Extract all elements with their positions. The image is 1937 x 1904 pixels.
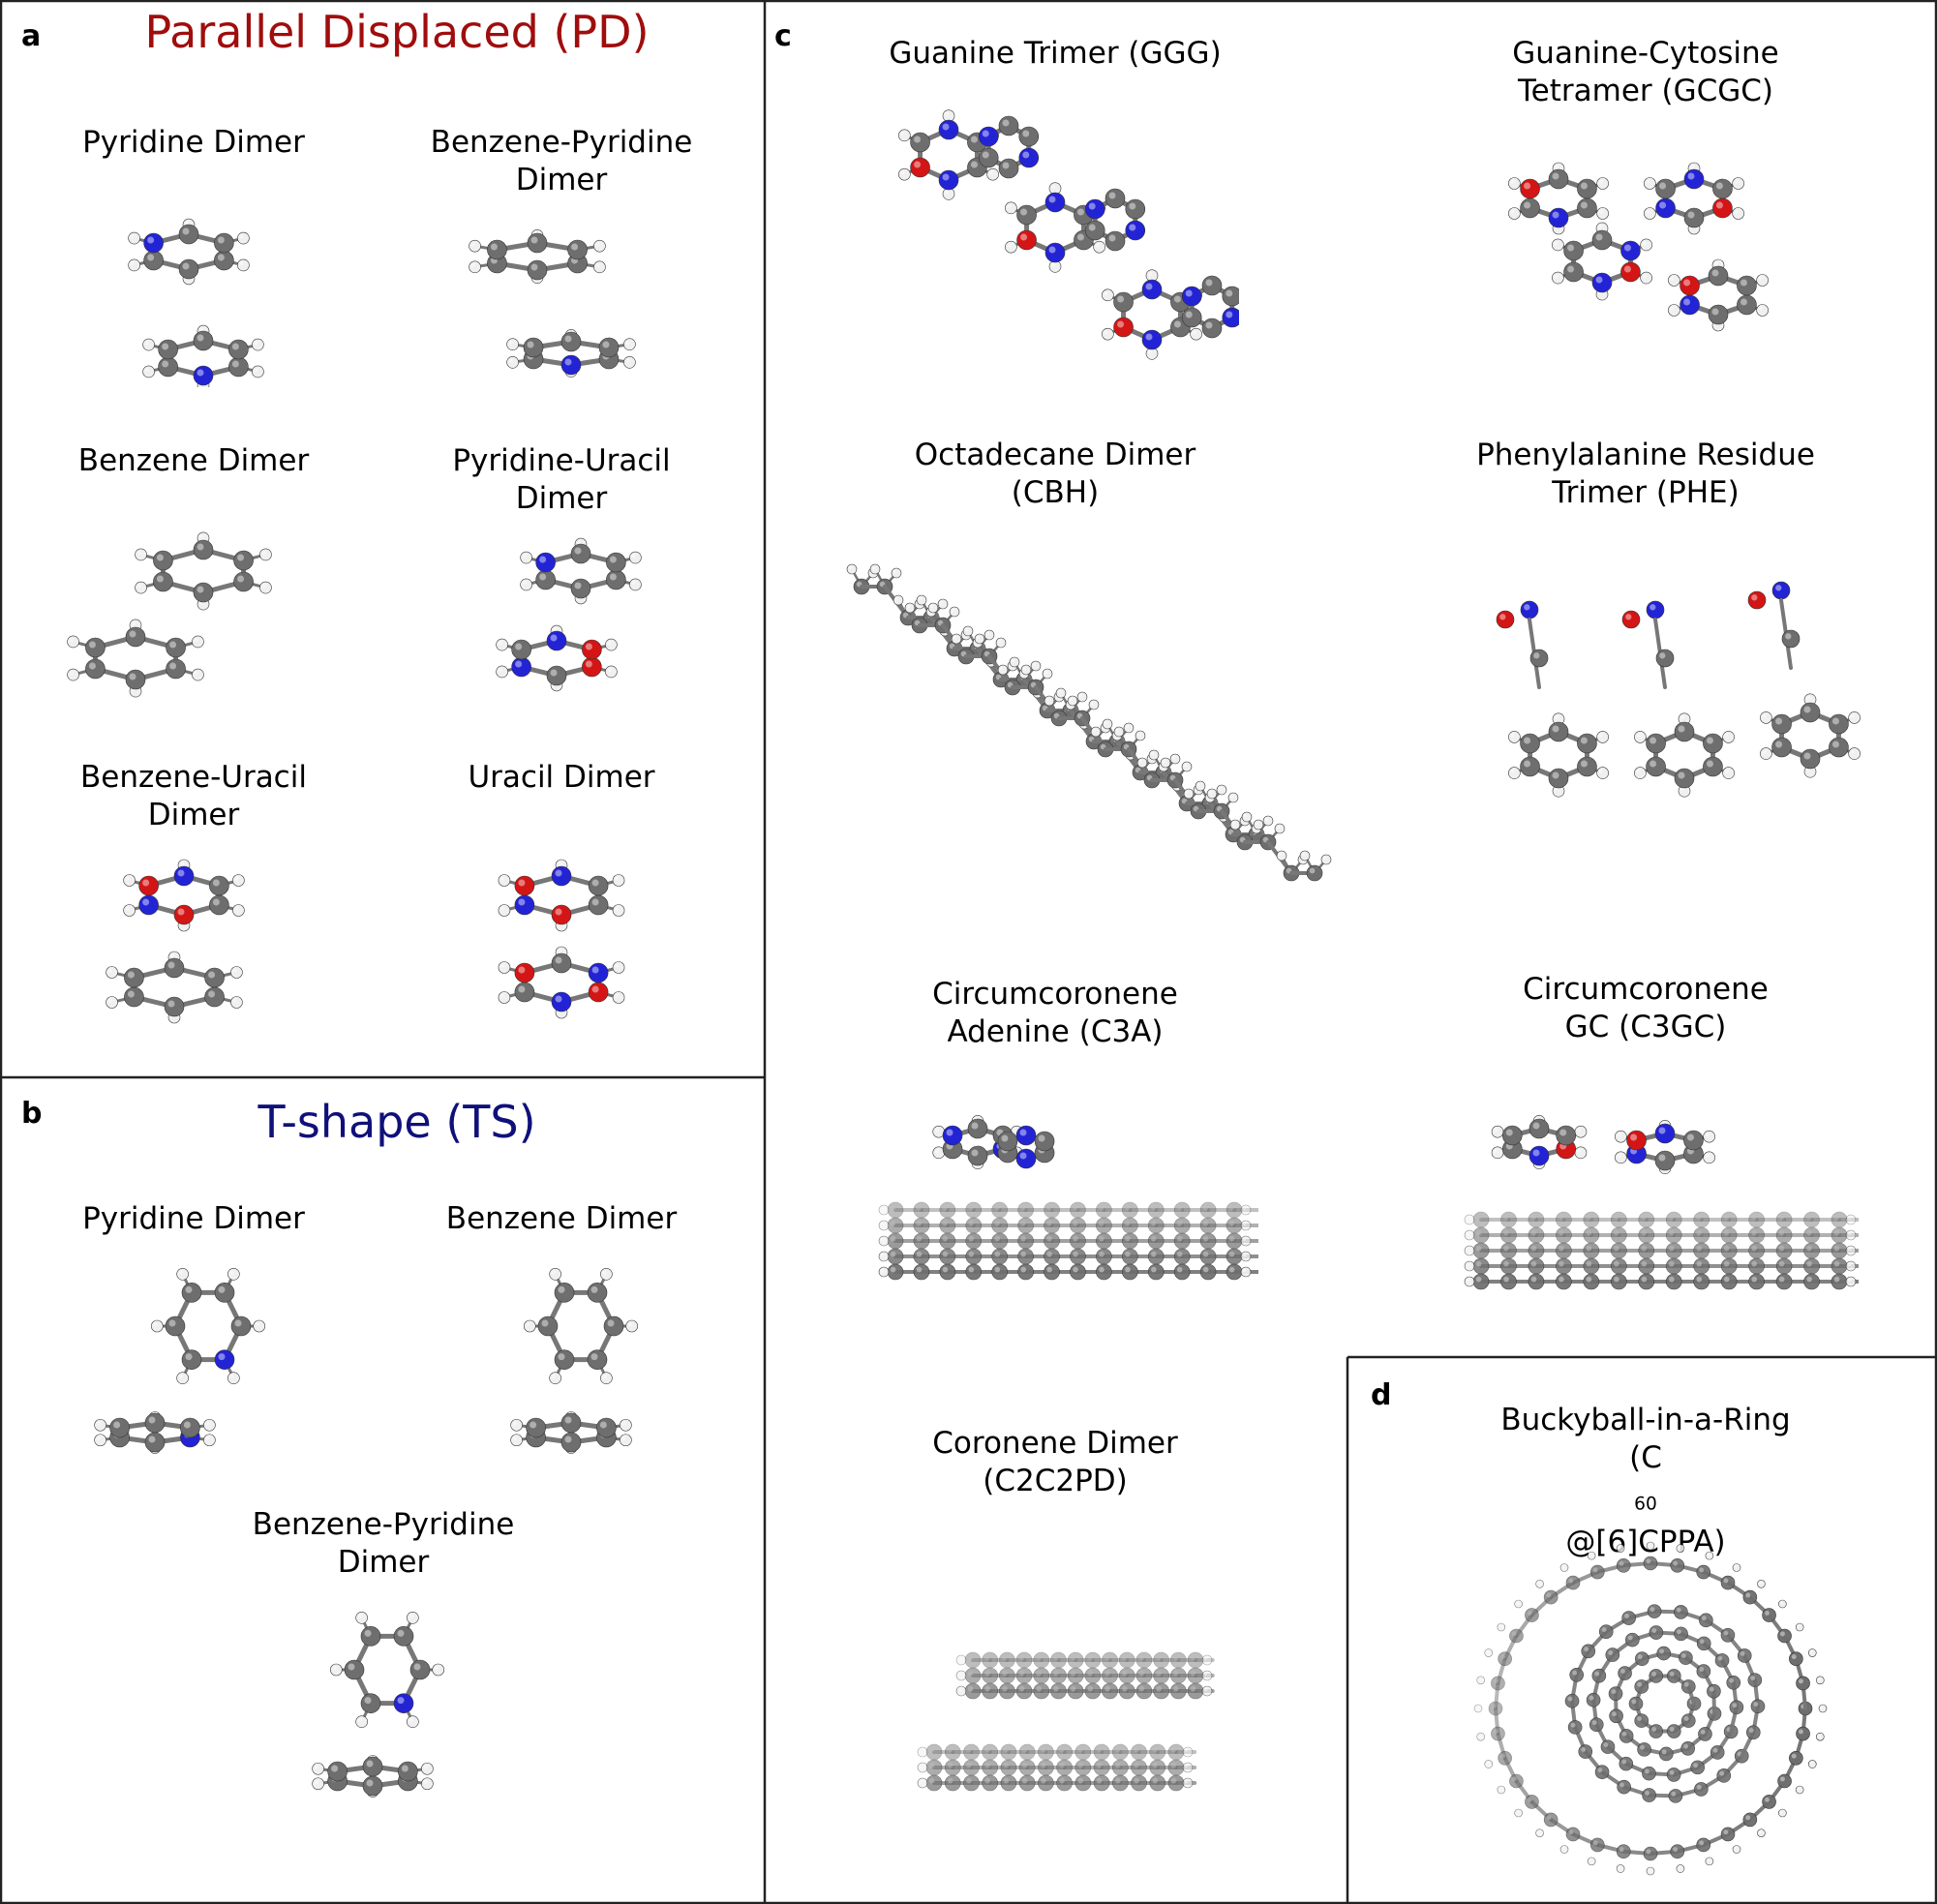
label-cbh: Octadecane Dimer(CBH)	[914, 438, 1196, 510]
panel-a-title: Parallel Displaced (PD)	[144, 6, 650, 58]
mol-pd-uracil-dimer	[498, 859, 625, 1019]
panel-c-letter: c	[774, 19, 792, 53]
mol-ggg	[898, 109, 1239, 360]
mol-pd-benzene-pyridine-dimer	[469, 228, 636, 378]
mol-pd-benzene-dimer	[67, 531, 272, 698]
mol-phe	[1496, 581, 1861, 798]
mol-cbh	[846, 563, 1332, 882]
label-ts-pyridine-dimer: Pyridine Dimer	[82, 1201, 305, 1236]
mol-buckyball-in-a-ring	[1473, 1541, 1828, 1876]
mol-pd-pyridine-uracil-dimer	[496, 537, 642, 692]
label-ggg: Guanine Trimer (GGG)	[889, 36, 1222, 71]
mol-c3a	[878, 1114, 1258, 1281]
mol-gcgc	[1508, 162, 1769, 332]
label-pd-benzene-dimer: Benzene Dimer	[77, 443, 310, 478]
label-pd-uracil-dimer: Uracil Dimer	[468, 760, 655, 795]
mol-ts-benzene-dimer	[510, 1268, 638, 1454]
mol-pd-pyridine-dimer	[128, 218, 264, 387]
label-ts-benzene-dimer: Benzene Dimer	[445, 1201, 678, 1236]
mol-c3gc	[1464, 1114, 1859, 1290]
mol-pd-benzene-uracil-dimer	[106, 859, 245, 1024]
label-c2c2pd: Coronene Dimer(C2C2PD)	[932, 1426, 1178, 1498]
panel-b-letter: b	[21, 1097, 43, 1131]
panel-b-title: T-shape (TS)	[257, 1096, 536, 1148]
mol-ts-benzene-pyridine-dimer	[312, 1612, 444, 1798]
mol-ts-pyridine-dimer	[94, 1268, 265, 1454]
label-pd-pyridine-dimer: Pyridine Dimer	[82, 125, 305, 160]
panel-a-letter: a	[21, 19, 42, 53]
panel-d-letter: d	[1371, 1378, 1392, 1412]
mol-c2c2pd	[917, 1651, 1215, 1792]
